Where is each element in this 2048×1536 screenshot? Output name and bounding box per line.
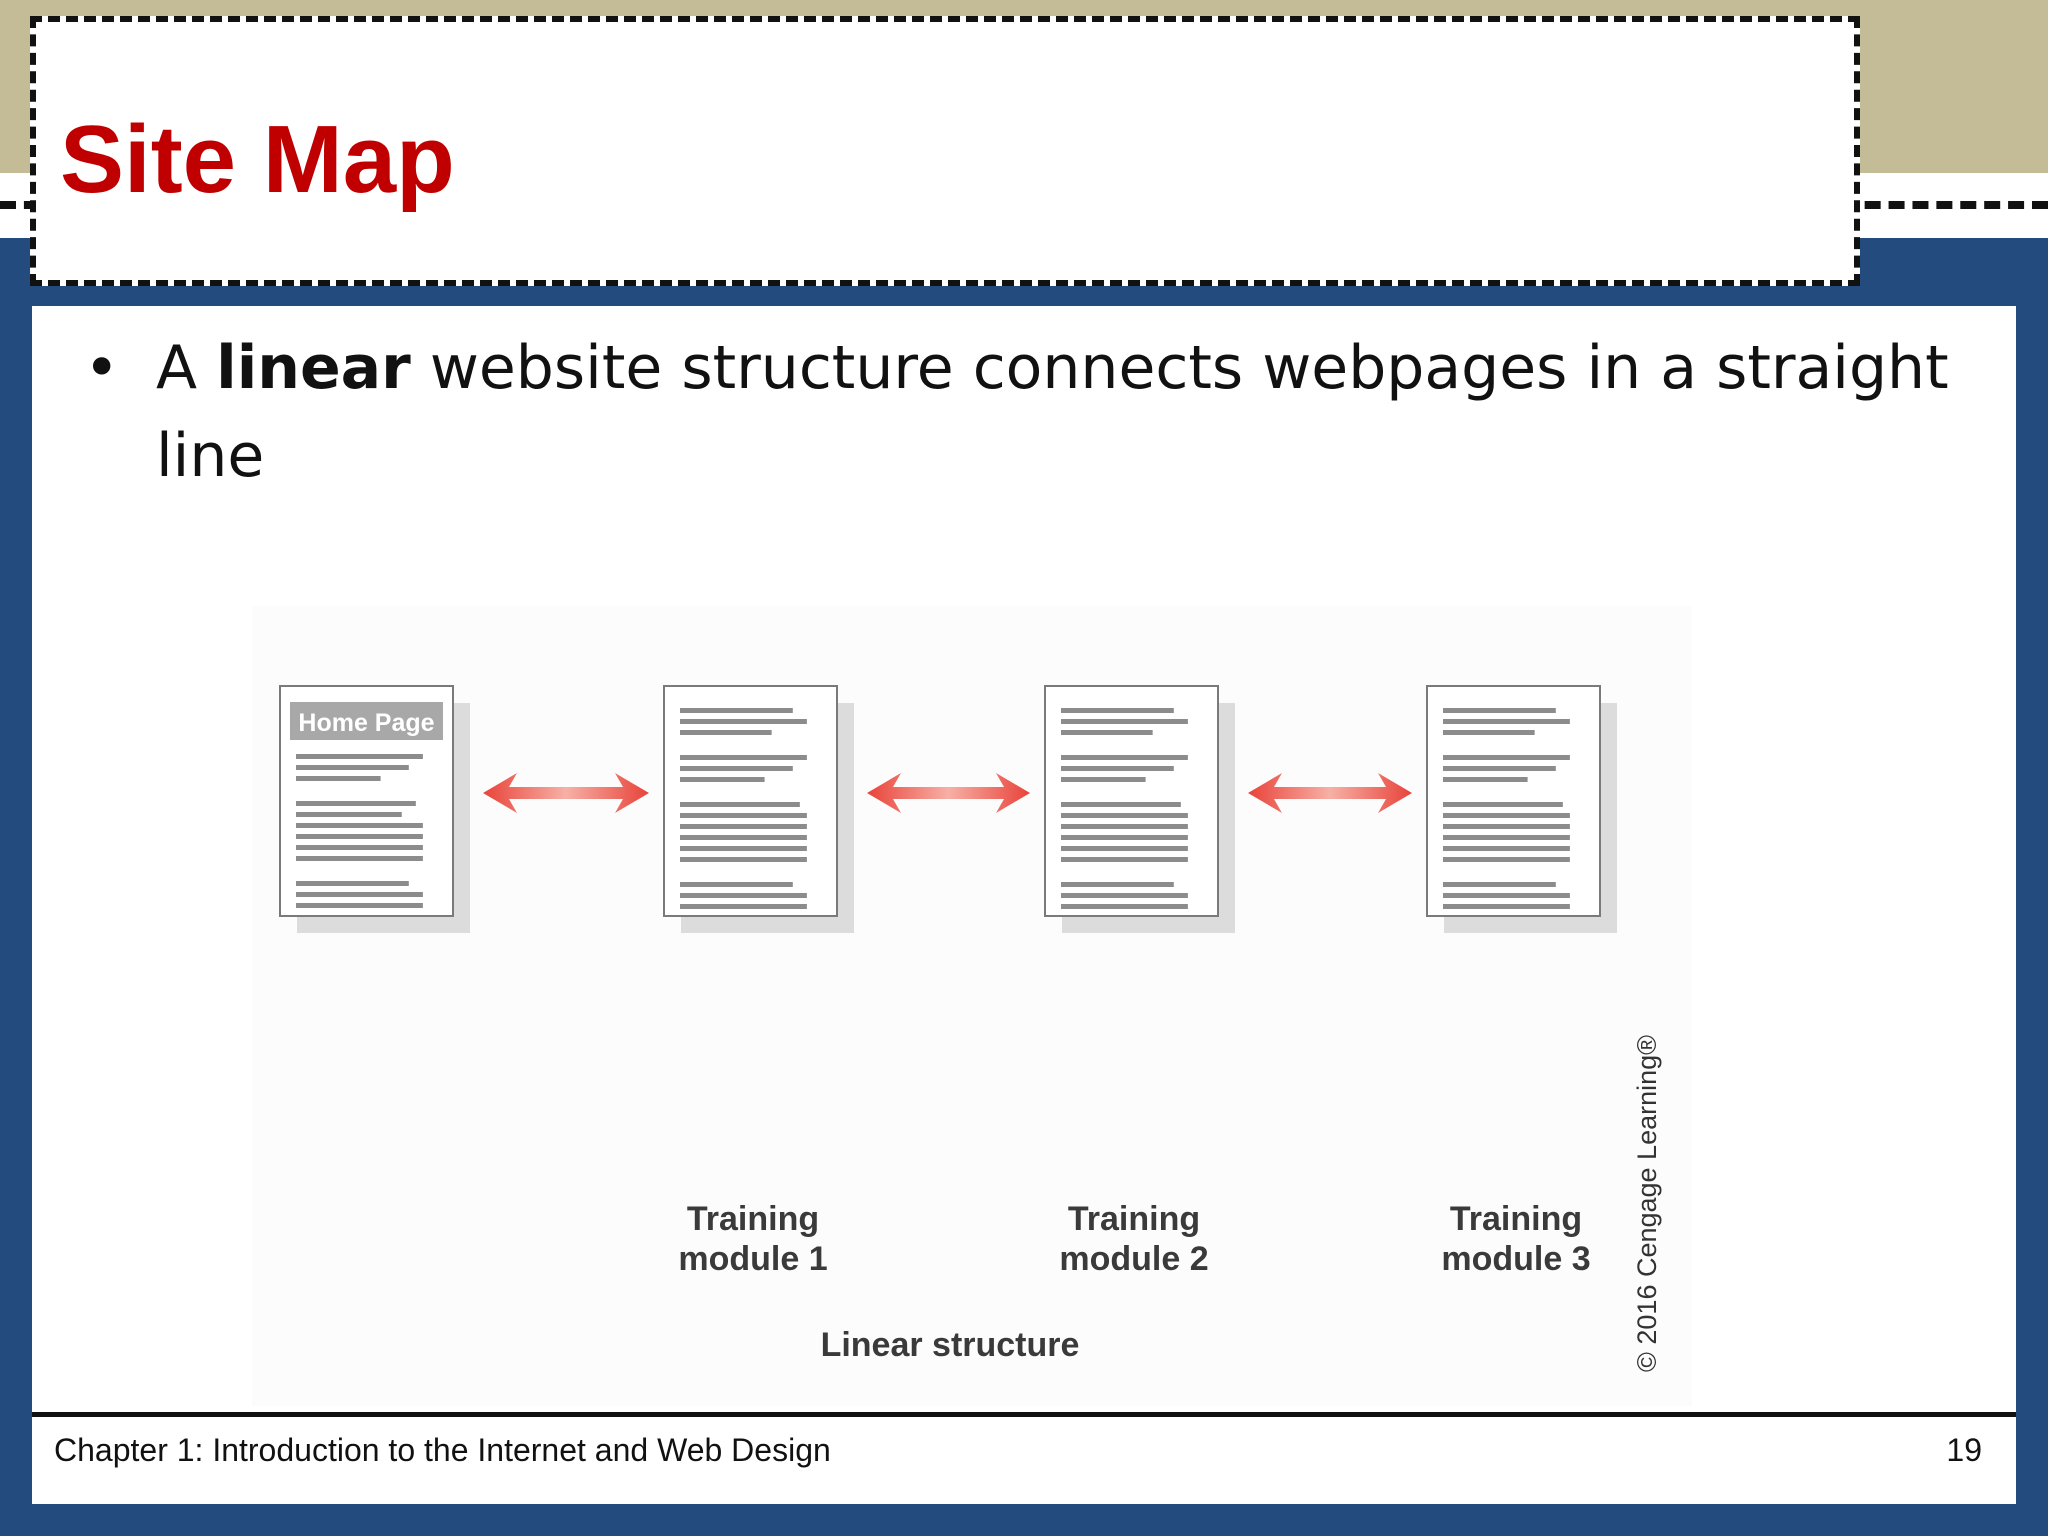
page-text-line [296, 892, 423, 897]
footer-chapter: Chapter 1: Introduction to the Internet … [54, 1432, 831, 1468]
page-text-line [296, 812, 402, 817]
page-text-line [1061, 719, 1188, 724]
bullet-emphasis: linear [216, 333, 411, 403]
bullet-suffix: website structure connects webpages in a… [156, 333, 1949, 491]
page-icon-module1 [663, 685, 854, 933]
page-text-line [296, 903, 423, 908]
page-text-line [1061, 777, 1146, 782]
page-text-line [1061, 813, 1188, 818]
page-text-line [680, 846, 807, 851]
page-text-line [1443, 730, 1535, 735]
bullet-text: A linear website structure connects webp… [156, 324, 1956, 500]
page-text-line [680, 766, 793, 771]
page-icon-module2 [1044, 685, 1235, 933]
page-text-line [1061, 882, 1174, 887]
page-text-line [296, 765, 409, 770]
page-number: 19 [1946, 1432, 1982, 1468]
bullet-marker: • [84, 333, 120, 403]
page-text-line [296, 834, 423, 839]
page-text-line [1443, 846, 1570, 851]
page-text-line [1443, 777, 1528, 782]
diagram-caption: Linear structure [821, 1326, 1080, 1364]
page-text-line [1443, 708, 1556, 713]
linear-structure-diagram: Home Page Training module 1 Training mod… [252, 606, 1692, 1406]
page-text-line [680, 857, 807, 862]
page-text-line [680, 755, 807, 760]
bullet-prefix: A [156, 333, 217, 403]
page-text-line [296, 845, 423, 850]
page-icon-home: Home Page [279, 685, 470, 933]
page-text-line [1443, 882, 1556, 887]
page-text-line [1443, 766, 1556, 771]
page-text-line [296, 801, 416, 806]
diagram-canvas: Home Page Training module 1 Training mod… [279, 685, 1662, 1372]
page-text-line [1061, 730, 1153, 735]
page-text-line [1443, 813, 1570, 818]
page-sheet [1426, 685, 1601, 917]
page-text-line [1443, 904, 1570, 909]
module-2-label-line1: Training [1068, 1200, 1200, 1238]
page-text-line [296, 881, 409, 886]
page-text-line [1061, 846, 1188, 851]
page-text-line [680, 777, 765, 782]
page-text-line [1443, 719, 1570, 724]
module-1-label-line1: Training [687, 1200, 819, 1238]
page-text-line [1443, 755, 1570, 760]
slide-title: Site Map [60, 106, 455, 213]
module-3-label-line2: module 3 [1441, 1240, 1590, 1278]
title-placeholder[interactable]: Site Map [30, 16, 1860, 286]
page-text-line [1443, 857, 1570, 862]
arrow-shape [483, 773, 649, 813]
page-sheet [663, 685, 838, 917]
page-text-line [680, 893, 807, 898]
page-text-line [680, 835, 807, 840]
page-text-line [680, 802, 800, 807]
page-text-line [680, 882, 793, 887]
page-text-line [680, 708, 793, 713]
copyright-credit: © 2016 Cengage Learning® [1632, 1035, 1662, 1372]
page-text-line [680, 813, 807, 818]
module-3-label-line1: Training [1450, 1200, 1582, 1238]
module-2-label-line2: module 2 [1059, 1240, 1208, 1278]
footer-divider [32, 1412, 2016, 1417]
arrow-shape [1248, 773, 1412, 813]
page-text-line [680, 719, 807, 724]
page-text-line [1061, 802, 1181, 807]
page-header-bar [290, 702, 443, 740]
page-text-line [680, 824, 807, 829]
page-text-line [1443, 835, 1570, 840]
page-text-line [1061, 893, 1188, 898]
page-text-line [1061, 857, 1188, 862]
page-text-line [1443, 802, 1563, 807]
content-area: • A linear website structure connects we… [32, 306, 2016, 1504]
double-arrow-1 [483, 773, 649, 813]
double-arrow-2 [867, 773, 1030, 813]
page-text-line [680, 904, 807, 909]
page-text-line [1061, 835, 1188, 840]
page-text-line [296, 754, 423, 759]
page-text-line [1443, 893, 1570, 898]
page-text-line [1443, 824, 1570, 829]
page-text-line [296, 776, 381, 781]
page-text-line [1061, 824, 1188, 829]
page-text-line [1061, 755, 1188, 760]
page-text-line [1061, 766, 1174, 771]
page-header-label: Home Page [298, 709, 434, 737]
page-icon-module3 [1426, 685, 1617, 933]
page-text-line [296, 856, 423, 861]
double-arrow-3 [1248, 773, 1412, 813]
page-text-line [1061, 904, 1188, 909]
page-text-line [296, 823, 423, 828]
page-text-line [1061, 708, 1174, 713]
page-text-line [680, 730, 772, 735]
module-1-label-line2: module 1 [678, 1240, 827, 1278]
arrow-shape [867, 773, 1030, 813]
page-sheet [1044, 685, 1219, 917]
